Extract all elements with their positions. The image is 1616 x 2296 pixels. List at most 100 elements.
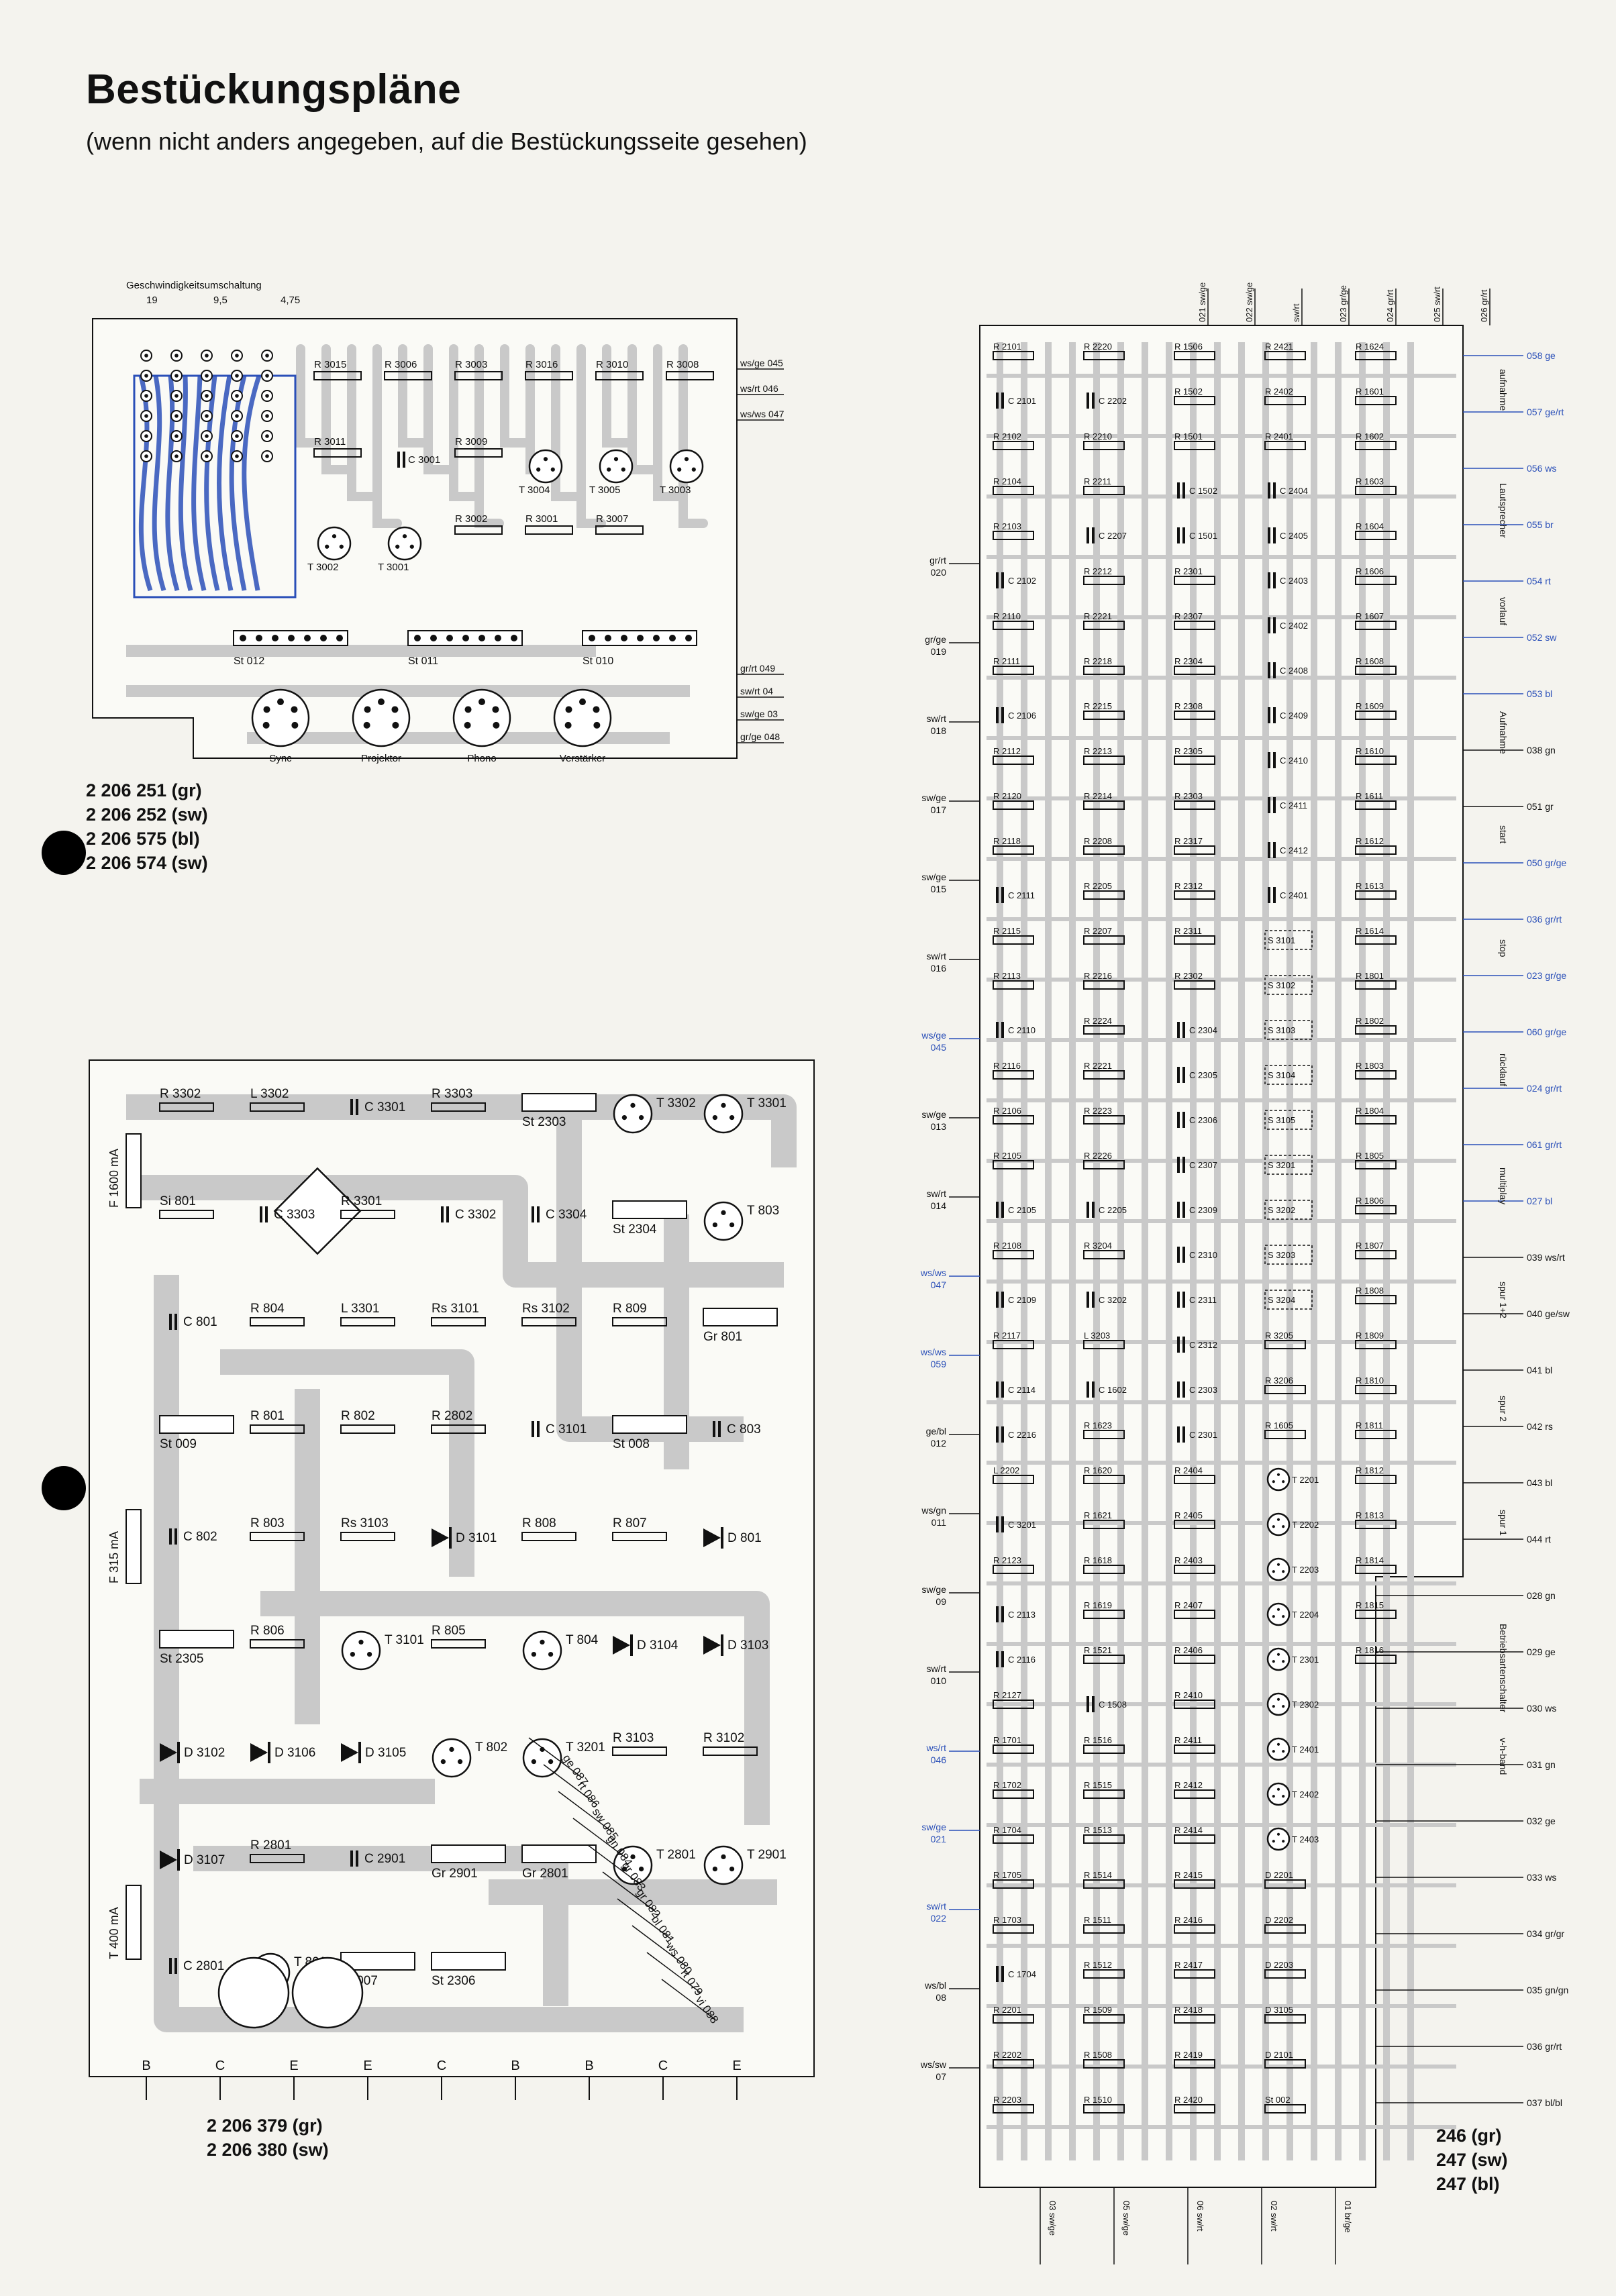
- component-label: T 3302: [656, 1096, 696, 1110]
- component-label: R 2108: [993, 1241, 1021, 1251]
- component-label: C 2109: [1008, 1295, 1036, 1305]
- component-label: R 2207: [1084, 926, 1112, 936]
- resistor-symbol: [1264, 2014, 1306, 2024]
- component-label: R 2208: [1084, 836, 1112, 846]
- transistor-pin: [721, 1102, 726, 1108]
- resistor-symbol: [1264, 1340, 1306, 1349]
- connector-block: [521, 1093, 597, 1112]
- component-label: C 2411: [1280, 800, 1307, 811]
- transistor-symbol: [1266, 1782, 1291, 1806]
- transistor-pin: [1272, 1795, 1275, 1798]
- component-label: R 2223: [1084, 1106, 1112, 1116]
- solder-hole: [235, 454, 239, 458]
- resistor-symbol: [1174, 800, 1215, 810]
- component-label: T 3201: [566, 1740, 605, 1755]
- wire-label: 022 sw/ge: [1244, 282, 1254, 322]
- resistor-symbol: [1264, 351, 1306, 360]
- wire-label: 03 sw/ge: [1048, 2201, 1058, 2236]
- component-label: T 2401: [1292, 1744, 1319, 1755]
- wire-label: 036 gr/rt: [1527, 2041, 1562, 2052]
- transistor-symbol: [669, 449, 704, 484]
- component-label: R 1606: [1356, 566, 1384, 576]
- solder-hole: [205, 354, 209, 358]
- speed-value: 9,5: [213, 295, 228, 306]
- component-label: D 3105: [1265, 2005, 1293, 2015]
- component-label: R 804: [250, 1302, 285, 1316]
- connector-block: [521, 1844, 597, 1863]
- resistor-symbol: [1083, 1115, 1125, 1125]
- solder-hole: [265, 414, 269, 418]
- board-a-part-numbers: 2 206 251 (gr)2 206 252 (sw)2 206 575 (b…: [86, 778, 208, 875]
- resistor-symbol: [1174, 2014, 1215, 2024]
- diode-symbol: [613, 1636, 630, 1655]
- wire-label: 040 ge/sw: [1527, 1308, 1570, 1319]
- component-label: R 1801: [1356, 971, 1384, 981]
- wire-label: ws/sw: [920, 2059, 947, 2070]
- component-label: R 2105: [993, 1151, 1021, 1161]
- resistor-symbol: [1083, 1879, 1125, 1889]
- resistor-symbol: [1174, 755, 1215, 765]
- connector-pin: [288, 635, 295, 641]
- wire-label: 050 gr/ge: [1527, 857, 1566, 868]
- transistor-pin: [691, 467, 696, 472]
- resistor-symbol: [250, 1424, 305, 1434]
- resistor-symbol: [1083, 1025, 1125, 1035]
- transistor-pin: [440, 1759, 446, 1765]
- resistor-symbol: [993, 1250, 1034, 1259]
- component-label: T 3005: [589, 484, 620, 496]
- model-number: 247 (bl): [1436, 2174, 1500, 2194]
- resistor-symbol: [612, 1317, 667, 1326]
- wire-label: 031 gn: [1527, 1759, 1556, 1770]
- component-label: R 2116: [993, 1061, 1021, 1071]
- annotated-trace: [165, 375, 180, 591]
- component-label: T 3001: [378, 562, 409, 573]
- resistor-symbol: [993, 845, 1034, 855]
- wire-label: 07: [936, 2071, 946, 2082]
- component-label: C 2105: [1008, 1205, 1036, 1215]
- component-label: R 1516: [1084, 1735, 1112, 1745]
- component-label: R 2404: [1174, 1465, 1203, 1475]
- wire-label: 014: [931, 1200, 947, 1211]
- din-pin: [492, 706, 499, 713]
- wire-label: ws/gn: [921, 1505, 946, 1516]
- transistor-pin: [1282, 1570, 1285, 1573]
- component-label: C 2309: [1189, 1205, 1217, 1215]
- wire-label: sw/rt: [926, 1663, 946, 1674]
- component-label: R 1614: [1356, 926, 1384, 936]
- component-label: D 3105: [365, 1746, 406, 1760]
- switch-block: [1264, 975, 1313, 995]
- component-label: R 2417: [1174, 1960, 1203, 1970]
- resistor-symbol: [993, 1789, 1034, 1799]
- resistor-symbol: [313, 448, 362, 458]
- transistor-pin: [1276, 1832, 1280, 1836]
- component-label: R 1501: [1174, 431, 1203, 441]
- component-label: R 803: [250, 1516, 285, 1530]
- resistor-symbol: [1174, 1475, 1215, 1484]
- connector-pin: [621, 635, 627, 641]
- resistor-symbol: [1083, 800, 1125, 810]
- wire-label: ws/rt 046: [740, 383, 778, 394]
- switch-block: [1264, 1200, 1313, 1220]
- component-label: C 2111: [1008, 890, 1035, 900]
- din-pin: [262, 721, 270, 729]
- resistor-symbol: [159, 1102, 214, 1112]
- solder-hole: [144, 434, 148, 438]
- component-label: C 3303: [274, 1208, 315, 1222]
- transistor-pin: [712, 1114, 718, 1120]
- component-label: R 1806: [1356, 1196, 1384, 1206]
- component-label: C 2113: [1008, 1610, 1036, 1620]
- connector-block: [612, 1415, 687, 1434]
- component-label: C 2404: [1280, 486, 1308, 496]
- component-label: L 3203: [1084, 1330, 1110, 1341]
- transistor-pin: [540, 1639, 545, 1645]
- component-label: D 3107: [184, 1853, 225, 1867]
- component-label: R 2104: [993, 476, 1021, 486]
- resistor-symbol: [1355, 396, 1397, 405]
- wire-label: ws/ws 047: [740, 409, 785, 419]
- wire-label: 021 sw/ge: [1197, 282, 1207, 322]
- component-label: R 2115: [993, 926, 1021, 936]
- wire-label: 055 br: [1527, 519, 1554, 530]
- transistor-pin: [358, 1639, 364, 1645]
- resistor-symbol: [993, 2014, 1034, 2024]
